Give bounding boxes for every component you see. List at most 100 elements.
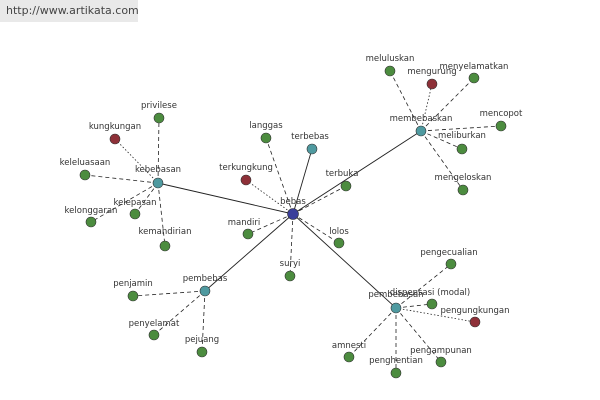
node-label-kungkungan: kungkungan: [89, 122, 141, 132]
node-marker-membebaskan[interactable]: [415, 125, 427, 137]
node-terbebas[interactable]: terbebas: [291, 132, 329, 155]
node-label-mengeloskan: mengeloskan: [435, 173, 492, 183]
node-marker-pembebas[interactable]: [199, 285, 211, 297]
node-dispensasi[interactable]: dispensasi (modal): [390, 288, 470, 310]
node-marker-kemandirian[interactable]: [159, 240, 171, 252]
node-mengurung[interactable]: mengurung: [407, 67, 457, 90]
node-marker-penjamin[interactable]: [127, 290, 139, 302]
node-marker-penghentian[interactable]: [390, 367, 402, 379]
node-marker-terbuka[interactable]: [340, 180, 352, 192]
edge-bebas-kebebasan: [157, 182, 294, 215]
node-kebebasan[interactable]: kebebasan: [135, 165, 181, 189]
edge-pembebasan-pengungkungan: [395, 307, 476, 323]
node-penyelamat[interactable]: penyelamat: [129, 319, 180, 341]
node-mandiri[interactable]: mandiri: [228, 218, 261, 240]
node-marker-langgas[interactable]: [260, 132, 272, 144]
node-kelonggaran[interactable]: kelonggaran: [65, 206, 118, 228]
node-label-pembebasan: pembebasan: [368, 290, 423, 300]
node-marker-terkungkung[interactable]: [240, 174, 252, 186]
edge-membebaskan-menyelamatkan: [420, 77, 475, 132]
node-marker-kebebasan[interactable]: [152, 177, 164, 189]
node-marker-dispensasi[interactable]: [426, 298, 438, 310]
edge-membebaskan-mencopot: [420, 125, 502, 132]
node-penjamin[interactable]: penjamin: [113, 279, 153, 302]
node-label-terbebas: terbebas: [291, 132, 329, 142]
node-marker-pengampunan[interactable]: [435, 356, 447, 368]
node-marker-kelepasan[interactable]: [129, 208, 141, 220]
node-bebas[interactable]: bebas: [280, 197, 306, 220]
edge-pembebasan-dispensasi: [395, 303, 433, 309]
node-label-membebaskan: membebaskan: [390, 114, 453, 124]
node-meliburkan[interactable]: meliburkan: [438, 131, 486, 155]
node-terbuka[interactable]: terbuka: [326, 169, 359, 192]
node-label-suryi: suryi: [280, 259, 301, 269]
node-marker-bebas[interactable]: [287, 208, 299, 220]
node-marker-pengungkungan[interactable]: [469, 316, 481, 328]
edge-bebas-suryi: [289, 213, 294, 277]
node-marker-kungkungan[interactable]: [109, 133, 121, 145]
node-marker-meluluskan[interactable]: [384, 65, 396, 77]
node-keleluasaan[interactable]: keleluasaan: [60, 158, 111, 181]
node-meluluskan[interactable]: meluluskan: [366, 54, 415, 77]
node-mencopot[interactable]: mencopot: [480, 109, 523, 132]
node-terkungkung[interactable]: terkungkung: [219, 163, 273, 186]
node-marker-pejuang[interactable]: [196, 346, 208, 358]
edge-membebaskan-meliburkan: [420, 130, 463, 150]
edge-kebebasan-keleluasaan: [84, 174, 159, 184]
node-marker-suryi[interactable]: [284, 270, 296, 282]
node-marker-mengeloskan[interactable]: [457, 184, 469, 196]
node-label-mengurung: mengurung: [407, 67, 456, 77]
node-amnesti[interactable]: amnesti: [332, 341, 366, 363]
node-marker-keleluasaan[interactable]: [79, 169, 91, 181]
node-label-pengungkungan: pengungkungan: [440, 306, 509, 316]
node-lolos[interactable]: lolos: [329, 227, 349, 249]
edge-kebebasan-kungkungan: [114, 138, 159, 184]
node-marker-mandiri[interactable]: [242, 228, 254, 240]
node-label-mencopot: mencopot: [480, 109, 523, 119]
node-label-privilese: privilese: [141, 101, 177, 111]
node-kelepasan[interactable]: kelepasan: [113, 198, 157, 220]
edge-pembebasan-amnesti: [348, 307, 397, 358]
edge-bebas-membebaskan: [292, 130, 422, 215]
node-mengeloskan[interactable]: mengeloskan: [435, 173, 492, 196]
edge-pembebas-penyelamat: [153, 290, 206, 336]
node-membebaskan[interactable]: membebaskan: [390, 114, 453, 137]
node-marker-menyelamatkan[interactable]: [468, 72, 480, 84]
node-label-terkungkung: terkungkung: [219, 163, 273, 173]
node-label-kelonggaran: kelonggaran: [65, 206, 118, 216]
edge-bebas-pembebasan: [292, 213, 397, 309]
node-pengungkungan[interactable]: pengungkungan: [440, 306, 510, 328]
node-label-pembebas: pembebas: [183, 274, 228, 284]
node-kemandirian[interactable]: kemandirian: [139, 227, 192, 252]
node-marker-meliburkan[interactable]: [456, 143, 468, 155]
watermark-banner: http://www.artikata.com: [0, 0, 139, 22]
node-label-penghentian: penghentian: [369, 356, 423, 366]
edge-pembebas-penjamin: [132, 290, 206, 297]
node-pengecualian[interactable]: pengecualian: [420, 248, 478, 270]
node-label-pengecualian: pengecualian: [420, 248, 477, 258]
node-pengampunan[interactable]: pengampunan: [410, 346, 472, 368]
node-marker-kelonggaran[interactable]: [85, 216, 97, 228]
node-langgas[interactable]: langgas: [249, 121, 283, 144]
node-marker-mengurung[interactable]: [426, 78, 438, 90]
node-kungkungan[interactable]: kungkungan: [89, 122, 141, 145]
node-pembebasan[interactable]: pembebasan: [368, 290, 424, 314]
node-suryi[interactable]: suryi: [280, 259, 301, 282]
node-marker-pengecualian[interactable]: [445, 258, 457, 270]
node-label-terbuka: terbuka: [326, 169, 359, 179]
node-penghentian[interactable]: penghentian: [369, 356, 423, 379]
node-marker-pembebasan[interactable]: [390, 302, 402, 314]
node-label-lolos: lolos: [329, 227, 349, 237]
node-marker-terbebas[interactable]: [306, 143, 318, 155]
edge-bebas-terbuka: [292, 185, 347, 215]
node-pejuang[interactable]: pejuang: [185, 335, 219, 358]
node-marker-penyelamat[interactable]: [148, 329, 160, 341]
node-pembebas[interactable]: pembebas: [183, 274, 228, 297]
node-menyelamatkan[interactable]: menyelamatkan: [440, 62, 509, 84]
node-marker-amnesti[interactable]: [343, 351, 355, 363]
node-marker-privilese[interactable]: [153, 112, 165, 124]
node-marker-lolos[interactable]: [333, 237, 345, 249]
node-privilese[interactable]: privilese: [141, 101, 177, 124]
node-marker-mencopot[interactable]: [495, 120, 507, 132]
